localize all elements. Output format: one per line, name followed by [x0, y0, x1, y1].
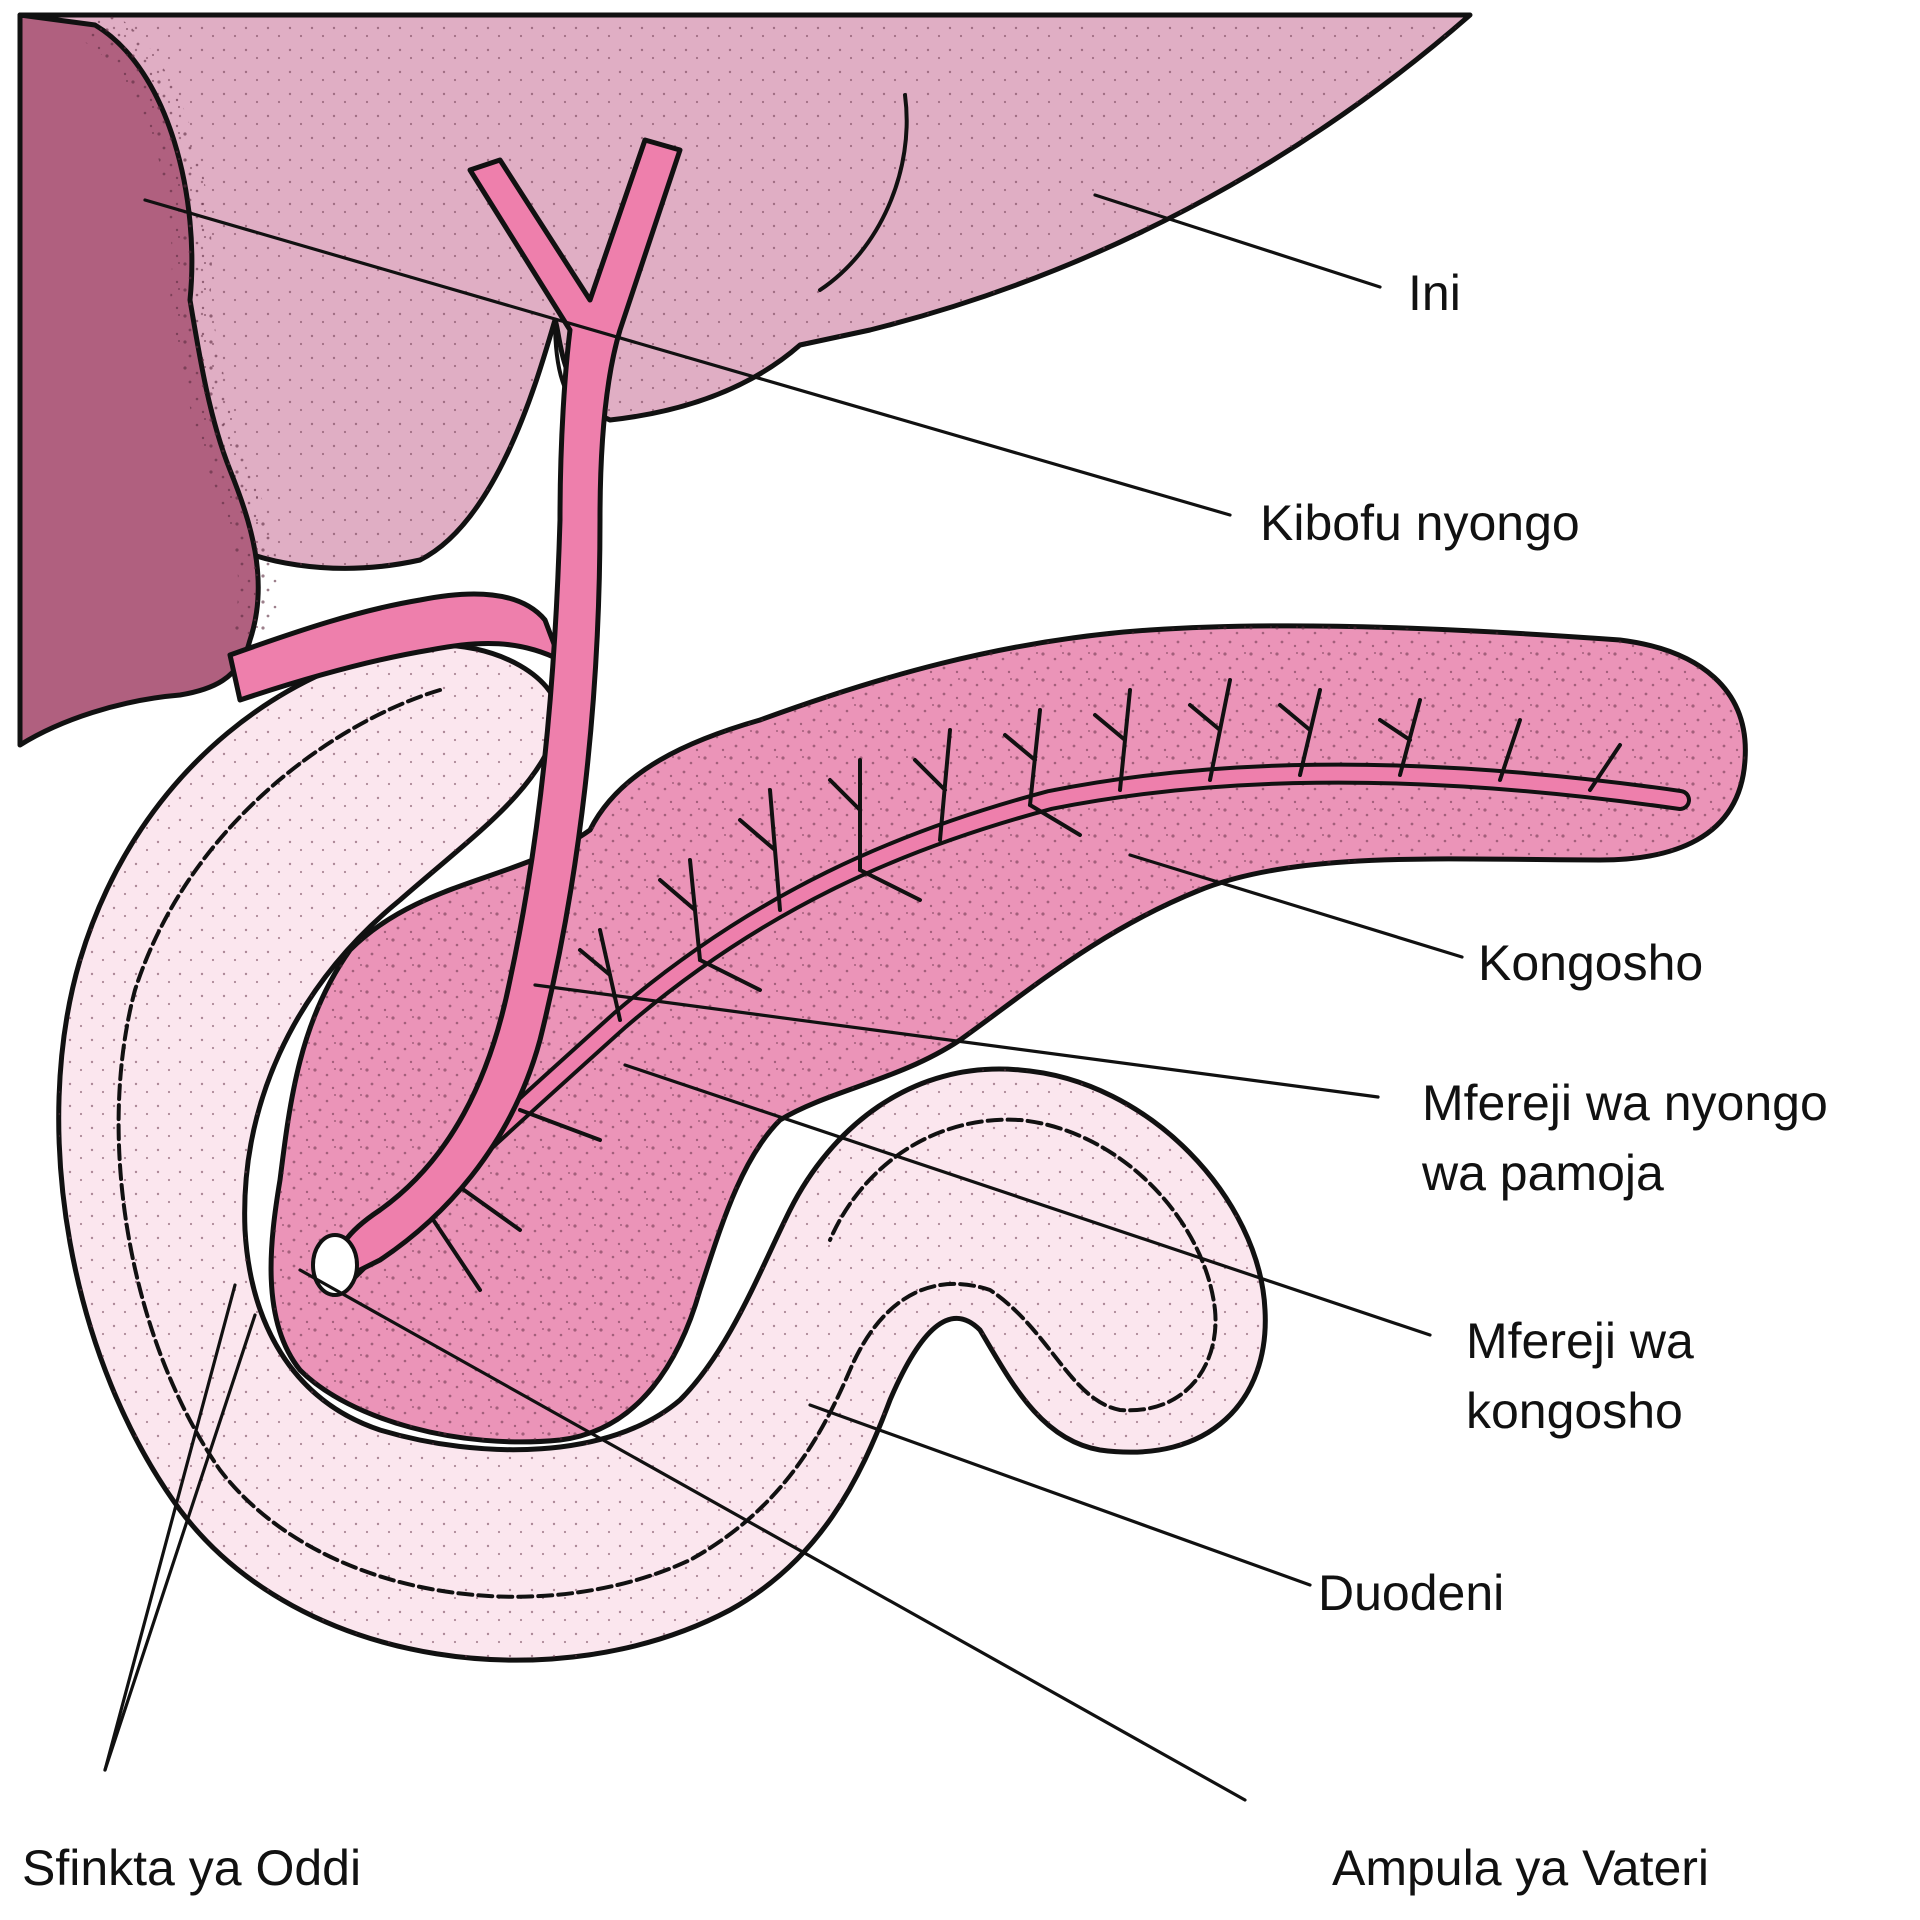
labels: Ini Kibofu nyongo Kongosho Mfereji wa ny… [22, 265, 1828, 1896]
label-common-bile-duct-1: Mfereji wa nyongo [1422, 1075, 1828, 1131]
label-pancreatic-duct-1: Mfereji wa [1466, 1313, 1694, 1369]
label-common-bile-duct-2: wa pamoja [1421, 1145, 1664, 1201]
label-pancreatic-duct-2: kongosho [1466, 1383, 1683, 1439]
leader-ampulla [298, 1268, 1247, 1802]
pancreatic-duct-branches [418, 678, 1622, 1292]
leader-sphincter-1 [103, 1283, 237, 1772]
liver-texture [20, 15, 1470, 740]
label-pancreas: Kongosho [1478, 935, 1703, 991]
ampulla-opening [311, 1233, 359, 1297]
label-duodenum: Duodeni [1318, 1565, 1504, 1621]
leader-sphincter-2 [103, 1313, 257, 1772]
leader-common-bile-duct [533, 983, 1380, 1099]
label-liver: Ini [1408, 265, 1461, 321]
label-gallbladder: Kibofu nyongo [1260, 495, 1580, 551]
label-sphincter-of-oddi: Sfinkta ya Oddi [22, 1840, 361, 1896]
gallbladder-shading [83, 7, 279, 647]
duodenum-inner-lining [116, 688, 1218, 1599]
leader-lines [103, 193, 1464, 1802]
bile-ducts [227, 137, 683, 1297]
leader-gallbladder [143, 198, 1232, 517]
label-ampulla-of-vater: Ampula ya Vateri [1332, 1840, 1709, 1896]
pancreas [268, 623, 1748, 1445]
leader-liver [1093, 193, 1382, 289]
gallbladder [17, 7, 279, 748]
duodenum-texture [58, 644, 1266, 1661]
leader-pancreatic-duct [623, 1063, 1432, 1337]
liver-fold-right [818, 93, 909, 292]
leader-duodenum [808, 1403, 1312, 1587]
pancreas-texture [271, 625, 1746, 1442]
leader-pancreas [1128, 853, 1464, 959]
